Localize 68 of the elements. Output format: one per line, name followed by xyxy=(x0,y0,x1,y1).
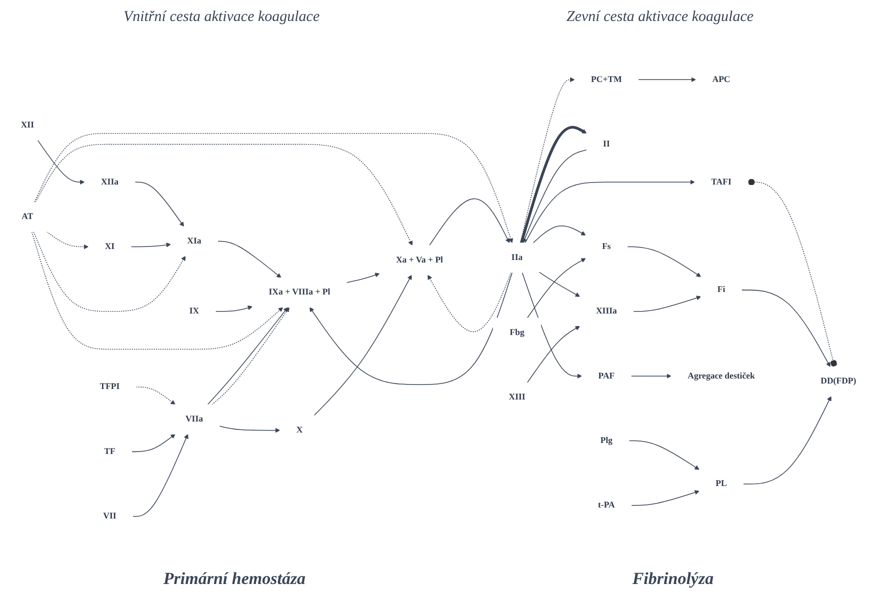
section-label: Primární hemostáza xyxy=(163,569,306,589)
node-text: DD(FDP) xyxy=(820,376,856,386)
arrow xyxy=(538,272,580,297)
arrow xyxy=(429,198,510,246)
node-text: PL xyxy=(716,479,727,488)
arrow xyxy=(526,258,586,318)
section-label: Fibrinolýza xyxy=(632,569,714,589)
node-text: VII xyxy=(103,511,116,521)
pathway-heading: Zevní cesta aktivace koagulace xyxy=(566,8,754,26)
node-text: XI xyxy=(104,242,115,252)
arrow xyxy=(526,326,580,384)
node-text: TAFI xyxy=(711,177,732,186)
node-text: Plg xyxy=(600,436,613,446)
arrow xyxy=(628,440,700,470)
arrow xyxy=(532,225,586,244)
node-text: VIIa xyxy=(185,414,203,424)
arrow xyxy=(314,274,412,416)
arrow xyxy=(638,77,696,82)
arrow xyxy=(33,231,186,312)
arrow xyxy=(742,396,832,484)
node-text: Fi xyxy=(717,285,726,294)
arrow xyxy=(37,140,85,185)
arrow xyxy=(215,305,253,312)
arrow xyxy=(741,290,830,367)
node-text: IX xyxy=(189,306,200,316)
node-text: XIII xyxy=(508,392,526,402)
arrow xyxy=(217,240,282,278)
arrow xyxy=(630,490,700,506)
node-text: TFPI xyxy=(100,382,120,392)
node-text: PC+TM xyxy=(591,74,622,84)
node-text: APC xyxy=(712,74,730,84)
node-text: XIIa xyxy=(100,177,118,186)
node-text: TF xyxy=(104,446,116,456)
pathway-heading: Vnitřní cesta aktivace koagulace xyxy=(123,8,320,26)
arrow xyxy=(522,272,582,378)
node-text: Agregace destiček xyxy=(688,371,755,380)
arrow xyxy=(132,434,188,517)
arrow xyxy=(131,434,176,452)
arrow xyxy=(130,242,171,248)
connector xyxy=(747,178,838,368)
node-text: X xyxy=(296,425,303,435)
node-text: XIIIa xyxy=(596,306,617,316)
arrow xyxy=(46,231,89,250)
node-text: PAF xyxy=(598,371,615,380)
arrow xyxy=(219,426,280,433)
arrow xyxy=(309,272,513,385)
arrow xyxy=(136,386,176,405)
arrow xyxy=(632,296,702,312)
arrow xyxy=(520,126,587,244)
arrow xyxy=(626,246,702,278)
node-text: IXa + VIIIa + Pl xyxy=(268,288,330,297)
arrow xyxy=(35,144,413,246)
node-text: II xyxy=(603,139,610,149)
arrow xyxy=(346,272,380,283)
node-text: AT xyxy=(22,212,34,222)
arrow xyxy=(34,132,514,244)
arrow xyxy=(524,180,695,244)
arrow xyxy=(428,272,512,332)
node-text: XIa xyxy=(187,236,202,246)
node-text: Xa + Va + Pl xyxy=(396,255,443,265)
node-text: XII xyxy=(20,120,34,130)
arrow xyxy=(134,182,184,227)
arrow xyxy=(522,149,587,244)
node-text: Fs xyxy=(602,242,611,252)
arrow xyxy=(31,231,284,350)
node-text: t-PA xyxy=(598,500,615,510)
arrow xyxy=(630,374,672,378)
node-text: IIa xyxy=(511,252,523,262)
